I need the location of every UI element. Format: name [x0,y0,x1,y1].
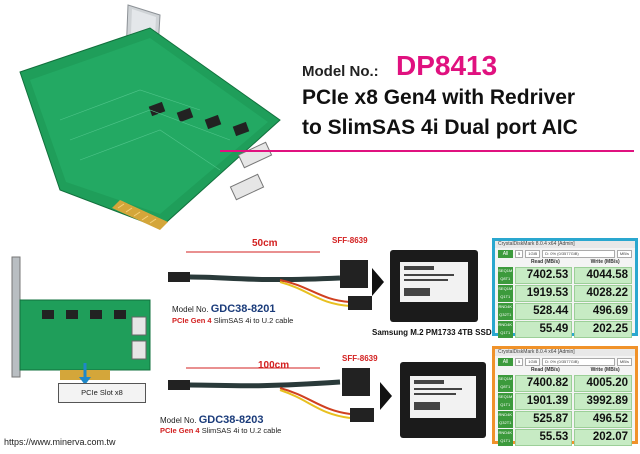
test-button[interactable]: RND4K Q1T1 [498,429,513,446]
model-number-label: Model No.: [302,63,379,80]
write-value: 3992.89 [574,393,633,410]
test-button[interactable]: SEQ1M Q1T1 [498,393,513,410]
read-value: 7402.53 [514,267,573,284]
read-value: 525.87 [514,411,573,428]
read-value: 1919.53 [514,285,573,302]
write-value: 202.07 [574,429,633,446]
read-value: 1901.39 [514,393,573,410]
benchmark-2-title: CrystalDiskMark 8.0.4 x64 [Admin] [495,349,635,356]
benchmark-1-header: Read (MB/s) Write (MB/s) [495,259,635,266]
cable-2-description: PCIe Gen 4 SlimSAS 4i to U.2 cable [160,426,282,435]
write-header: Write (MB/s) [590,367,620,373]
benchmark-row: SEQ1M Q1T1 1919.53 4028.22 [498,285,633,302]
benchmark-2-size-select[interactable]: 1GiB [525,357,541,366]
benchmark-row: RND4K Q1T1 55.53 202.07 [498,429,633,446]
ssd-model-label: Samsung M.2 PM1733 4TB SSD [372,328,492,337]
benchmark-1-unit-select[interactable]: MB/s [616,249,632,258]
read-value: 528.44 [514,303,573,320]
write-value: 202.25 [574,321,633,338]
benchmark-2-all-button[interactable]: All [498,357,513,366]
benchmark-row: SEQ1M Q1T1 1901.39 3992.89 [498,393,633,410]
product-title-line2: to SlimSAS 4i Dual port AIC [302,116,578,139]
product-title-line1: PCIe x8 Gen4 with Redriver [302,86,576,109]
pcie-slot-label: PCIe Slot x8 [58,383,146,403]
ssd-1-illustration [372,250,478,322]
benchmark-row: RND4K Q32T1 525.87 496.52 [498,411,633,428]
read-value: 55.53 [514,429,573,446]
slimsas-cable-1 [168,251,372,310]
cable-1-model: Model No. GDC38-8201 [172,303,276,315]
test-button[interactable]: RND4K Q32T1 [498,303,513,320]
benchmark-1-count-select[interactable]: 5 [515,249,524,258]
test-button[interactable]: RND4K Q1T1 [498,321,513,338]
benchmark-1-all-button[interactable]: All [498,249,513,258]
benchmark-2-count-select[interactable]: 5 [515,357,524,366]
write-header: Write (MB/s) [590,259,620,265]
benchmark-row: RND4K Q1T1 55.49 202.25 [498,321,633,338]
test-button[interactable]: RND4K Q32T1 [498,411,513,428]
cable-2-model: Model No. GDC38-8203 [160,414,264,426]
write-value: 4005.20 [574,375,633,392]
write-value: 496.69 [574,303,633,320]
benchmark-2-controls: All 5 1GiB D: 0% (0/3577GiB) MB/s [495,356,635,367]
pcie-card-large-illustration [19,4,281,230]
cable-1-description: PCIe Gen 4 SlimSAS 4i to U.2 cable [172,316,294,325]
pcie-card-small-illustration [11,256,151,385]
write-value: 496.52 [574,411,633,428]
model-number: DP8413 [396,50,498,81]
benchmark-1-size-select[interactable]: 1GiB [525,249,541,258]
test-button[interactable]: SEQ1M Q1T1 [498,285,513,302]
read-header: Read (MB/s) [530,259,560,265]
benchmark-2-drive-select[interactable]: D: 0% (0/3577GiB) [542,357,615,366]
benchmark-1-drive-select[interactable]: D: 0% (0/3577GiB) [542,249,615,258]
write-value: 4028.22 [574,285,633,302]
read-header: Read (MB/s) [530,367,560,373]
cable-1-connector: SFF-8639 [332,236,368,245]
ssd-2-illustration [380,362,486,438]
divider-line [220,150,634,152]
benchmark-row: RND4K Q32T1 528.44 496.69 [498,303,633,320]
slimsas-cable-2 [168,367,374,422]
write-value: 4044.58 [574,267,633,284]
benchmark-1-title: CrystalDiskMark 8.0.4 x64 [Admin] [495,241,635,248]
cable-2-length: 100cm [258,360,290,371]
read-value: 7400.82 [514,375,573,392]
benchmark-panel-2: CrystalDiskMark 8.0.4 x64 [Admin] All 5 … [492,346,638,446]
benchmark-1-controls: All 5 1GiB D: 0% (0/3577GiB) MB/s [495,248,635,259]
benchmark-row: SEQ1M Q8T1 7400.82 4005.20 [498,375,633,392]
cable-1-length: 50cm [252,238,278,249]
benchmark-panel-1: CrystalDiskMark 8.0.4 x64 [Admin] All 5 … [492,238,638,338]
benchmark-2-unit-select[interactable]: MB/s [616,357,632,366]
benchmark-row: SEQ1M Q8T1 7402.53 4044.58 [498,267,633,284]
test-button[interactable]: SEQ1M Q8T1 [498,375,513,392]
benchmark-2-header: Read (MB/s) Write (MB/s) [495,367,635,374]
read-value: 55.49 [514,321,573,338]
cable-2-connector: SFF-8639 [342,354,378,363]
test-button[interactable]: SEQ1M Q8T1 [498,267,513,284]
website-url[interactable]: https://www.minerva.com.tw [4,437,116,447]
